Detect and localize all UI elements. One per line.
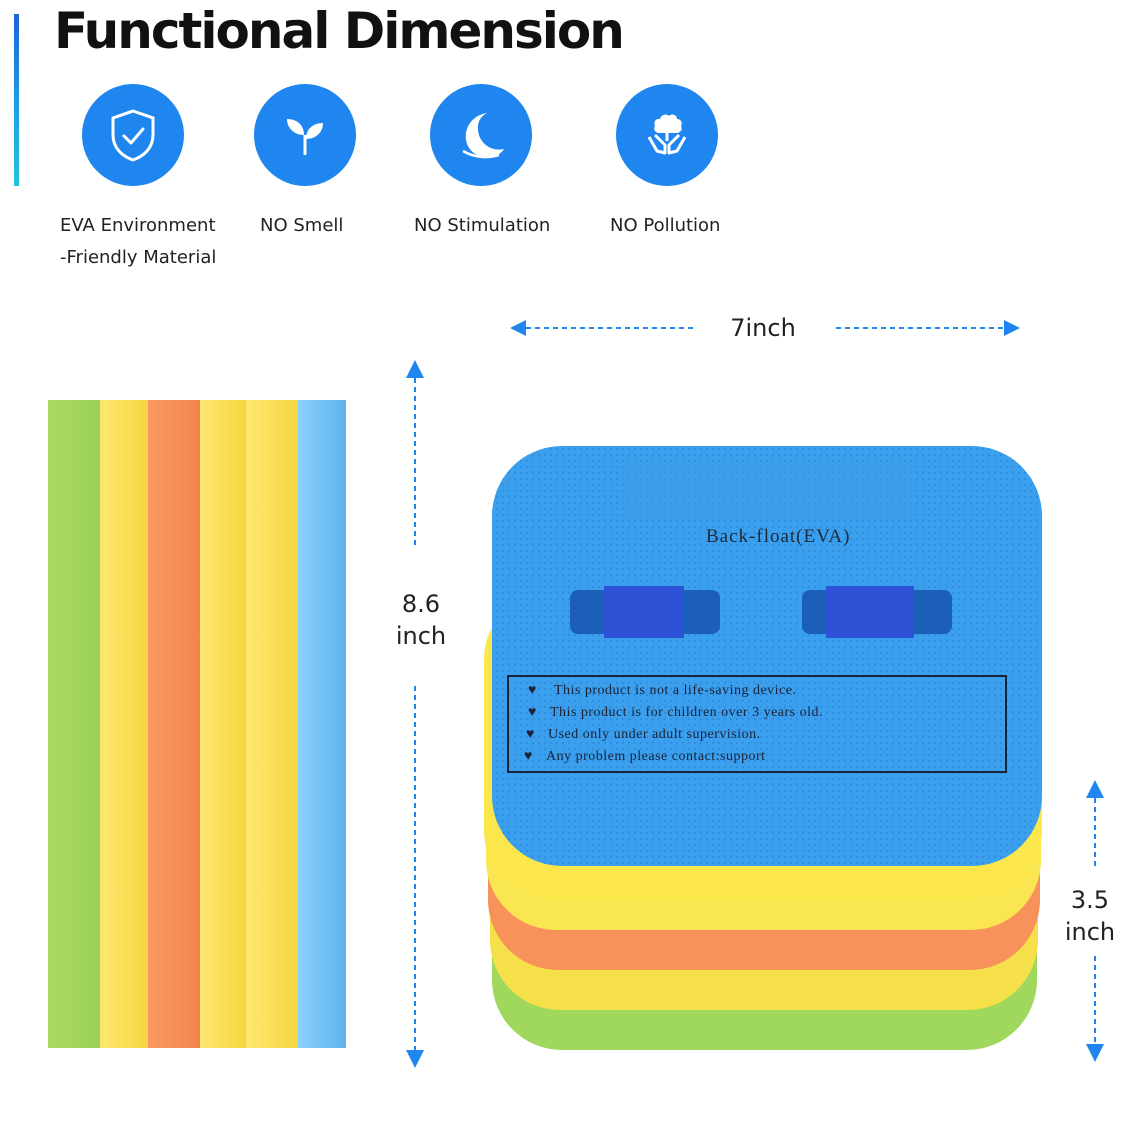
boards-top-view: Back-float(EVA) ♥ This product is not a … (484, 446, 1042, 1050)
warning-line: Used only under adult supervision. (548, 727, 761, 742)
feature-label-line2: -Friendly Material (60, 247, 217, 268)
length-arrow (406, 360, 424, 1068)
svg-text:♥: ♥ (528, 683, 536, 698)
length-value: 8.6 (401, 590, 441, 618)
feature-no-smell: NO Smell (254, 84, 356, 236)
side-board-yellow (100, 400, 148, 1048)
height-unit: inch (1064, 918, 1116, 946)
side-board-green (48, 400, 100, 1048)
feature-label: NO Pollution (610, 215, 721, 236)
height-arrow (1086, 780, 1104, 1062)
page-title: Functional Dimension (54, 2, 625, 60)
side-board-yellow (246, 400, 298, 1048)
crescent-moon-icon (430, 84, 532, 186)
strap-left (604, 586, 684, 638)
length-unit: inch (395, 622, 447, 650)
warning-line: Any problem please contact:support (546, 749, 766, 764)
warning-line: This product is for children over 3 year… (550, 705, 823, 720)
svg-text:♥: ♥ (526, 727, 534, 742)
feature-label: NO Smell (260, 215, 344, 236)
width-arrow (510, 320, 1020, 336)
height-value: 3.5 (1070, 886, 1110, 914)
accent-bar (14, 14, 19, 186)
side-board-blue (298, 400, 346, 1048)
strap-right (826, 586, 914, 638)
hands-cloud-icon (616, 84, 718, 186)
feature-eco-material: EVA Environment -Friendly Material (60, 84, 216, 268)
board-brand: Back-float(EVA) (706, 526, 850, 547)
warning-label-box (507, 675, 1007, 773)
feature-label: EVA Environment (60, 215, 216, 236)
svg-text:♥: ♥ (528, 705, 536, 720)
warning-line: This product is not a life-saving device… (554, 683, 797, 698)
side-board-yellow (200, 400, 246, 1048)
svg-text:♥: ♥ (524, 749, 532, 764)
feature-no-stimulation: NO Stimulation (414, 84, 550, 236)
shield-check-icon (82, 84, 184, 186)
boards-side-view (48, 400, 346, 1048)
side-board-orange (148, 400, 200, 1048)
feature-no-pollution: NO Pollution (610, 84, 720, 236)
leaf-sprout-icon (254, 84, 356, 186)
feature-label: NO Stimulation (414, 215, 551, 236)
width-label: 7inch (730, 314, 796, 342)
